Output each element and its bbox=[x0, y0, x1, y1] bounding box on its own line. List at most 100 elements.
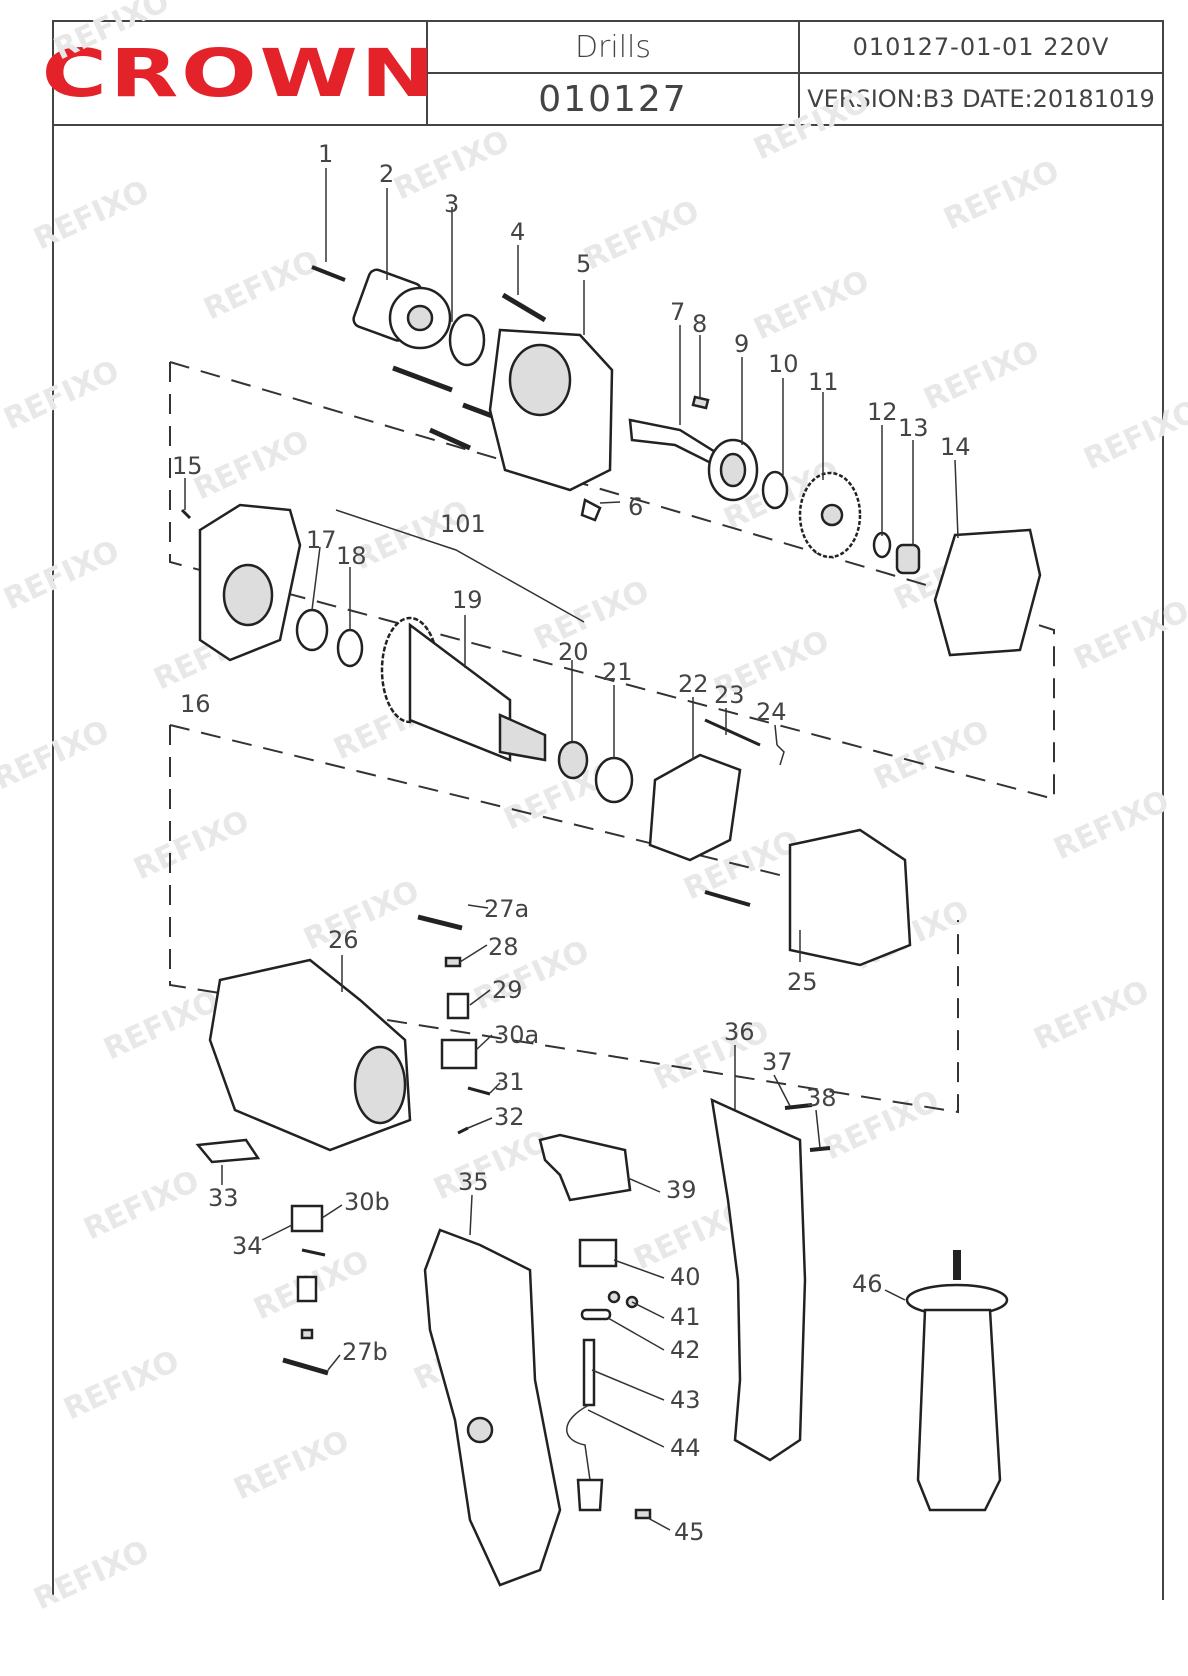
watermark: REFIXO bbox=[29, 1534, 155, 1618]
callout-label: 27b bbox=[342, 1338, 388, 1366]
version-date: VERSION:B3 DATE:20181019 bbox=[807, 85, 1155, 113]
plug bbox=[576, 1478, 604, 1512]
switch bbox=[538, 1133, 632, 1202]
bearing bbox=[295, 608, 329, 652]
callout-label: 20 bbox=[558, 638, 589, 666]
watermark: REFIXO bbox=[939, 154, 1065, 238]
brush-spring bbox=[300, 1328, 314, 1340]
watermark: REFIXO bbox=[129, 804, 255, 888]
callout-label: 21 bbox=[602, 658, 633, 686]
callout-label: 22 bbox=[678, 670, 709, 698]
brush-holder bbox=[440, 1038, 478, 1070]
watermark: REFIXO bbox=[59, 1344, 185, 1428]
lower-dashed-guide-top bbox=[169, 724, 801, 881]
armature bbox=[380, 616, 547, 762]
watermark: REFIXO bbox=[1079, 394, 1188, 478]
watermark: REFIXO bbox=[229, 1424, 355, 1508]
watermark: REFIXO bbox=[79, 1164, 205, 1248]
bearing bbox=[557, 740, 589, 780]
callout-label: 14 bbox=[940, 433, 971, 461]
watermark: REFIXO bbox=[199, 244, 325, 328]
spec-cell: 010127-01-01 220V VERSION:B3 DATE:201810… bbox=[800, 22, 1162, 124]
callout-label: 24 bbox=[756, 698, 787, 726]
callout-label: 38 bbox=[806, 1084, 837, 1112]
watermark: REFIXO bbox=[919, 334, 1045, 418]
circlip bbox=[761, 470, 789, 510]
callout-label: 9 bbox=[734, 330, 749, 358]
watermark: REFIXO bbox=[1069, 594, 1188, 678]
handle-left bbox=[423, 1228, 562, 1587]
watermark: REFIXO bbox=[749, 84, 875, 168]
title-block: CROWN Drills 010127 010127-01-01 220V VE… bbox=[42, 20, 1164, 126]
cord-clamp bbox=[580, 1308, 612, 1321]
callout-label: 2 bbox=[379, 160, 394, 188]
watermark: REFIXO bbox=[1049, 784, 1175, 868]
callout-label: 16 bbox=[180, 690, 211, 718]
watermark: REFIXO bbox=[869, 714, 995, 798]
handle-right bbox=[710, 1097, 807, 1462]
needle-bearing bbox=[895, 543, 921, 575]
callout-label: 10 bbox=[768, 350, 799, 378]
callout-label: 12 bbox=[867, 398, 898, 426]
part-code: 010127-01-01 220V bbox=[800, 22, 1162, 74]
callout-label: 43 bbox=[670, 1386, 701, 1414]
callout-label: 25 bbox=[787, 968, 818, 996]
callout-label: 101 bbox=[440, 510, 486, 538]
screw bbox=[467, 1086, 491, 1096]
callout-label: 15 bbox=[172, 452, 203, 480]
circlip bbox=[872, 531, 892, 559]
callout-label: 26 bbox=[328, 926, 359, 954]
watermark: REFIXO bbox=[0, 714, 115, 798]
screw bbox=[704, 718, 761, 747]
baffle bbox=[648, 753, 742, 862]
parts bbox=[180, 265, 1042, 1587]
model-number: 010127 bbox=[538, 78, 688, 120]
callout-label: 45 bbox=[674, 1518, 705, 1546]
screw bbox=[501, 292, 547, 323]
callout-label: 40 bbox=[670, 1263, 701, 1291]
lock-clip bbox=[580, 498, 602, 522]
tool-name: Drills bbox=[428, 22, 798, 74]
watermark: REFIXO bbox=[749, 264, 875, 348]
callout-label: 13 bbox=[898, 414, 929, 442]
watermark: REFIXO bbox=[579, 194, 705, 278]
stator bbox=[788, 828, 912, 967]
watermark: REFIXO bbox=[29, 174, 155, 258]
watermark: REFIXO bbox=[819, 1084, 945, 1168]
watermark: REFIXO bbox=[99, 984, 225, 1068]
callout-label: 44 bbox=[670, 1434, 701, 1462]
callout-label: 19 bbox=[452, 586, 483, 614]
brush-spring bbox=[444, 956, 462, 968]
watermark: REFIXO bbox=[429, 1124, 555, 1208]
power-cord bbox=[566, 1404, 591, 1481]
callout-label: 35 bbox=[458, 1168, 489, 1196]
group-101-bracket bbox=[335, 509, 585, 623]
cord-guard bbox=[582, 1338, 596, 1407]
screw bbox=[607, 1290, 621, 1304]
retaining-ring bbox=[448, 313, 486, 367]
circlip bbox=[336, 628, 364, 668]
callout-label: 3 bbox=[444, 190, 459, 218]
screw bbox=[457, 1126, 469, 1135]
callout-label: 39 bbox=[666, 1176, 697, 1204]
watermark: REFIXO bbox=[189, 424, 315, 508]
callout-label: 37 bbox=[762, 1048, 793, 1076]
auxiliary-handle bbox=[905, 1250, 1009, 1512]
spindle bbox=[628, 418, 722, 467]
callout-label: 27a bbox=[484, 895, 529, 923]
rating-label bbox=[195, 1138, 261, 1164]
callout-label: 1 bbox=[318, 140, 333, 168]
tool-cell: Drills 010127 bbox=[428, 22, 800, 124]
brand-cell: CROWN bbox=[42, 22, 435, 124]
leader-lines bbox=[184, 168, 959, 1531]
chuck-screw bbox=[311, 265, 346, 282]
capacitor bbox=[578, 1238, 618, 1268]
clip bbox=[776, 744, 785, 766]
callout-label: 42 bbox=[670, 1336, 701, 1364]
lower-dashed-guide bbox=[169, 725, 959, 1114]
callout-label: 7 bbox=[670, 298, 685, 326]
callout-label: 30a bbox=[494, 1021, 539, 1049]
key bbox=[691, 395, 710, 410]
callout-label: 6 bbox=[628, 493, 643, 521]
